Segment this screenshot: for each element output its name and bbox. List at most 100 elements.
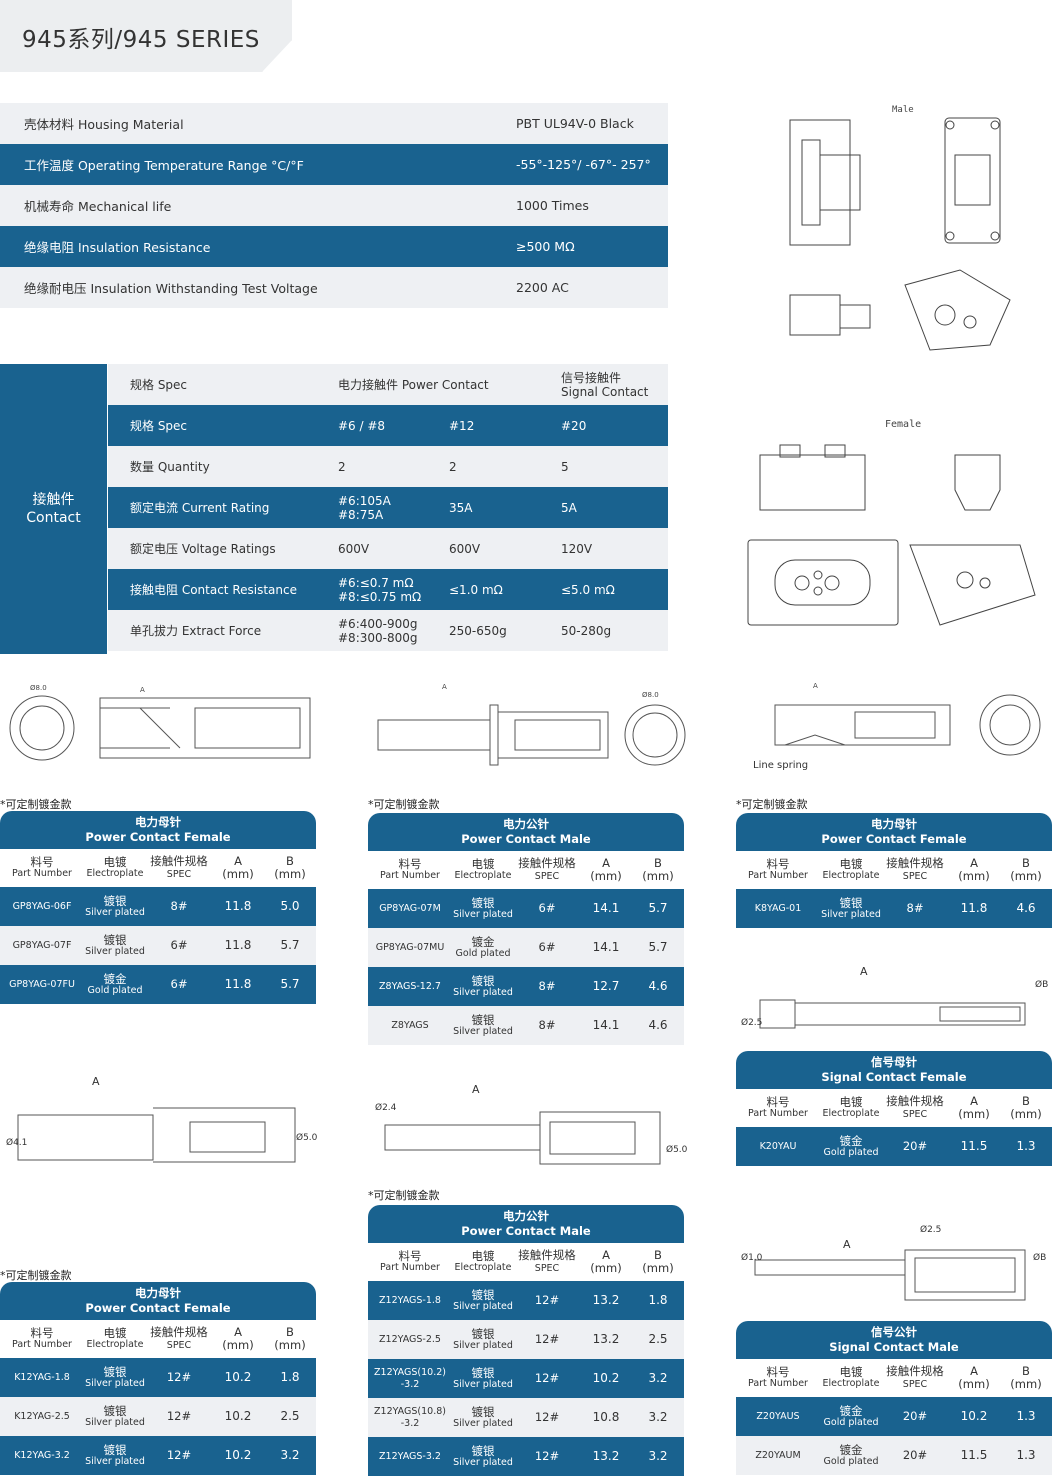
b-value-cell: 3.2 — [648, 1371, 668, 1385]
contact-cell: 2 — [449, 459, 457, 474]
electroplate-en: Gold plated — [87, 984, 143, 996]
col-b-cn: B — [1022, 1364, 1030, 1378]
product-table-title-en: Power Contact Female — [821, 832, 967, 846]
dim-label: A — [860, 965, 868, 978]
electroplate-cn: 镀银 — [103, 893, 127, 908]
part-number-cell: Z12YAGS-2.5 — [368, 1334, 452, 1346]
spec-row: 工作温度 Operating Temperature Range °C/°F-5… — [0, 144, 668, 185]
col-part-number-cn: 料号 — [30, 1326, 54, 1340]
col-part-number-en: Part Number — [380, 870, 440, 881]
b-value-cell: 1.3 — [1016, 1448, 1036, 1462]
contact-cell: #6:400-900g#8:300-800g — [338, 617, 449, 645]
col-part-number-cn: 料号 — [398, 1249, 422, 1263]
product-table-title-cn: 电力母针 — [135, 815, 181, 829]
female-label: Female — [885, 419, 921, 430]
custom-gold-note: *可定制镀金款 — [368, 1189, 440, 1202]
part-number-cell: Z12YAGS(10.8)-3.2 — [368, 1406, 452, 1430]
col-a-cn: A — [602, 856, 610, 870]
part-number-cell: Z12YAGS-3.2 — [368, 1451, 452, 1463]
part-number-cell: Z8YAGS-12.7 — [368, 981, 452, 993]
part-number: Z8YAGS-12.7 — [379, 980, 441, 992]
contact-cell: 额定电压 Voltage Ratings — [130, 542, 276, 556]
contact-cell: ≤5.0 mΩ — [561, 582, 615, 597]
electroplate-cn: 镀银 — [103, 1364, 127, 1379]
part-number-cell: Z12YAGS(10.2)-3.2 — [368, 1367, 452, 1391]
a-value-cell: 14.1 — [592, 1018, 620, 1032]
page-title: 945系列/945 SERIES — [22, 27, 260, 53]
col-b-cn: B — [1022, 1094, 1030, 1108]
b-value-cell: 5.0 — [280, 899, 300, 913]
custom-gold-note: *可定制镀金款 — [0, 1269, 72, 1282]
contact-cell: ≤1.0 mΩ — [449, 582, 503, 597]
part-number-suffix: -3.2 — [400, 1378, 420, 1390]
b-value-cell: 3.2 — [280, 1448, 300, 1462]
col-electroplate-cn: 电镀 — [471, 1249, 495, 1263]
line-spring-label: Line spring — [753, 760, 808, 771]
electroplate-en: Gold plated — [823, 1455, 879, 1467]
col-a-cn: A — [970, 1094, 978, 1108]
col-a-cn: A — [234, 1325, 242, 1339]
spec-label: 机械寿命 Mechanical life — [24, 199, 172, 214]
contact-cell-line: #6:105A — [338, 493, 391, 508]
product-table-title-cn: 信号母针 — [871, 1055, 917, 1069]
product-table-title-en: Signal Contact Male — [829, 1340, 959, 1354]
spec-label: 工作温度 Operating Temperature Range °C/°F — [24, 158, 304, 173]
col-a-cn: A — [602, 1248, 610, 1262]
electroplate-en: Silver plated — [85, 1377, 145, 1389]
col-spec-en: SPEC — [534, 871, 560, 882]
spec-cell: 8# — [538, 1018, 556, 1032]
custom-gold-note: *可定制镀金款 — [0, 798, 72, 811]
part-number: K12YAG-3.2 — [14, 1449, 70, 1461]
pin-drawing-male-z12: A Ø2.4 Ø5.0 — [375, 1083, 688, 1170]
page-title-tab: 945系列/945 SERIES — [0, 0, 292, 72]
electroplate-en: Silver plated — [453, 1025, 513, 1037]
dim-label: A — [843, 1238, 851, 1251]
product-table-title-en: Power Contact Female — [85, 830, 231, 844]
contact-cell: 接触电阻 Contact Resistance — [130, 583, 297, 597]
col-b: B(mm) — [1000, 1365, 1052, 1391]
custom-gold-note: *可定制镀金款 — [736, 798, 808, 811]
b-value-cell: 2.5 — [280, 1409, 300, 1423]
col-electroplate-cn: 电镀 — [103, 855, 127, 869]
spec-cell: 6# — [538, 901, 556, 915]
col-spec-en: SPEC — [902, 1379, 928, 1390]
col-b-cn: B — [286, 1325, 294, 1339]
part-number: GP8YAG-07MU — [375, 941, 445, 953]
contact-cell-line: #6:≤0.7 mΩ — [338, 575, 414, 590]
col-part-number-en: Part Number — [12, 1339, 72, 1350]
contact-cell: 单孔拔力 Extract Force — [130, 624, 262, 638]
electroplate-cn: 镀银 — [103, 1442, 127, 1457]
dim-label: Ø1.0 — [741, 1252, 763, 1263]
electroplate-cn: 镀金 — [839, 1133, 863, 1148]
part-number: K12YAG-2.5 — [14, 1410, 70, 1422]
electroplate-cn: 镀银 — [471, 1012, 495, 1027]
